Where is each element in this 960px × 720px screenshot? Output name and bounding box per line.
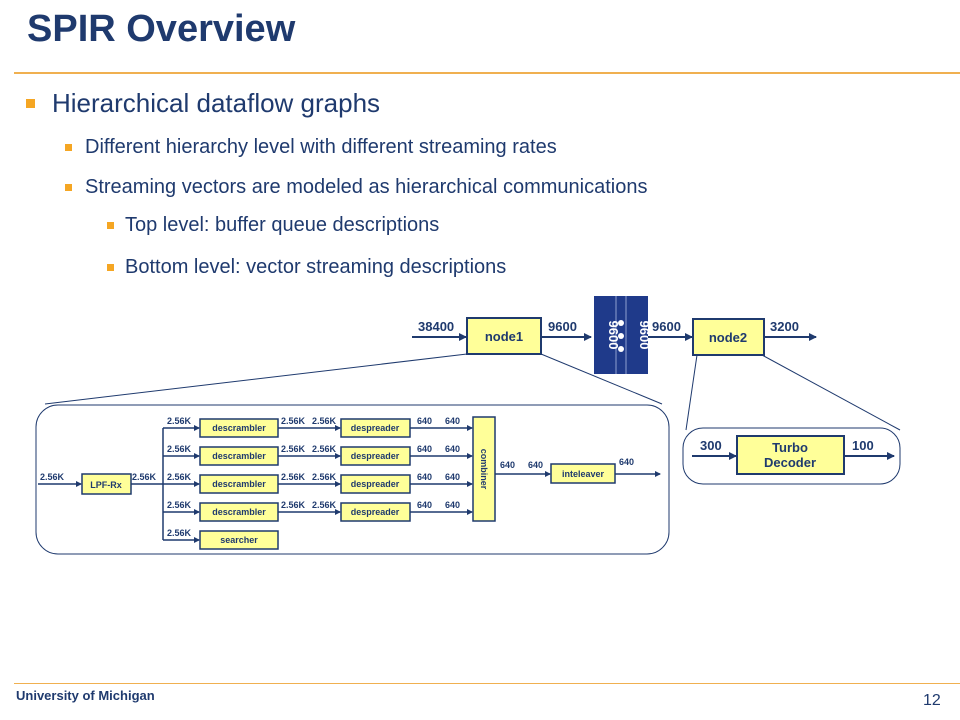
- rate-label: 2.56K: [132, 472, 157, 482]
- node2-label: node2: [709, 330, 747, 345]
- bullet-level3: Bottom level: vector streaming descripti…: [107, 256, 506, 279]
- bullet-square-icon: [65, 144, 72, 151]
- bullet-text: Top level: buffer queue descriptions: [125, 214, 440, 236]
- bullet-square-icon: [65, 184, 72, 191]
- rate-label: 38400: [418, 319, 454, 334]
- turbo-decoder-subgraph: 300 Turbo Decoder 100: [682, 427, 901, 485]
- top-level-graph: 38400 node1 9600 9600 9600 9600 node2 32…: [412, 296, 817, 374]
- rate-label: 640: [500, 460, 515, 470]
- node1-label: node1: [485, 329, 523, 344]
- descrambler-label: descrambler: [212, 479, 266, 489]
- despreader-label: despreader: [351, 479, 400, 489]
- rate-label: 3200: [770, 319, 799, 334]
- bullet-level3: Top level: buffer queue descriptions: [107, 214, 439, 237]
- turbo-label: Turbo: [772, 440, 808, 455]
- buffer-queue: 9600 9600: [594, 296, 652, 374]
- rate-label: 100: [852, 438, 874, 453]
- bullet-text: Streaming vectors are modeled as hierarc…: [85, 176, 648, 198]
- combiner-box: [472, 416, 496, 522]
- rate-label: 640: [417, 416, 432, 426]
- rate-label: 640: [445, 416, 460, 426]
- zoom-line: [540, 353, 663, 405]
- turbo-decoder-box: [736, 435, 845, 475]
- rate-label: 2.56K: [281, 444, 306, 454]
- rate-label: 2.56K: [312, 500, 337, 510]
- rate-label: 2.56K: [281, 416, 306, 426]
- rate-label: 300: [700, 438, 722, 453]
- rate-label: 640: [528, 460, 543, 470]
- node2-box: [692, 318, 765, 356]
- turbo-label: Decoder: [764, 455, 816, 470]
- footer-organization: University of Michigan: [16, 688, 155, 703]
- despreader-label: despreader: [351, 507, 400, 517]
- despreader-label: despreader: [351, 423, 400, 433]
- descrambler-label: descrambler: [212, 451, 266, 461]
- bullet-square-icon: [107, 264, 114, 271]
- ellipsis-dot: [618, 346, 624, 352]
- rate-label: 9600: [548, 319, 577, 334]
- rate-label: 2.56K: [312, 416, 337, 426]
- despreader-label: despreader: [351, 451, 400, 461]
- rate-label: 2.56K: [167, 416, 192, 426]
- rate-label: 2.56K: [281, 472, 306, 482]
- rate-label: 640: [619, 457, 634, 467]
- descrambler-label: descrambler: [212, 423, 266, 433]
- bullet-level1: Hierarchical dataflow graphs: [26, 88, 380, 119]
- ellipsis-dot: [618, 333, 624, 339]
- rate-label: 2.56K: [281, 500, 306, 510]
- buffer-rate-label: 9600: [606, 321, 621, 350]
- rate-label: 2.56K: [312, 472, 337, 482]
- searcher-box: [199, 530, 279, 550]
- rate-label: 2.56K: [167, 500, 192, 510]
- bullet-level2: Different hierarchy level with different…: [65, 136, 557, 159]
- rate-label: 2.56K: [312, 444, 337, 454]
- bullet-square-icon: [107, 222, 114, 229]
- searcher-label: searcher: [220, 535, 258, 545]
- bullet-text: Different hierarchy level with different…: [85, 136, 557, 158]
- lpf-rx-label: LPF-Rx: [90, 480, 122, 490]
- bullet-square-icon: [26, 99, 35, 108]
- rate-label: 640: [445, 500, 460, 510]
- rate-label: 640: [445, 472, 460, 482]
- zoom-line: [44, 353, 468, 405]
- page-number: 12: [923, 692, 941, 709]
- rate-label: 2.56K: [167, 444, 192, 454]
- rate-label: 2.56K: [167, 528, 192, 538]
- bullet-text: Bottom level: vector streaming descripti…: [125, 256, 507, 278]
- zoom-line: [685, 354, 698, 431]
- slide-title: SPIR Overview: [27, 8, 296, 50]
- rate-label: 640: [417, 500, 432, 510]
- rate-label: 640: [417, 444, 432, 454]
- rate-label: 9600: [652, 319, 681, 334]
- footer-divider: [14, 683, 960, 684]
- zoom-line: [761, 354, 901, 431]
- descrambler-label: descrambler: [212, 507, 266, 517]
- title-divider: [14, 72, 960, 74]
- interleaver-label: inteleaver: [562, 469, 605, 479]
- buffer-rate-label: 9600: [637, 321, 652, 350]
- node1-subgraph: 2.56K LPF-Rx 2.56K 2.56K 2.56K 2.56K 2.5…: [35, 404, 670, 555]
- combiner-label: combiner: [479, 449, 489, 490]
- bullet-text: Hierarchical dataflow graphs: [52, 88, 381, 118]
- bullet-level2: Streaming vectors are modeled as hierarc…: [65, 176, 647, 199]
- rate-label: 640: [445, 444, 460, 454]
- rate-label: 2.56K: [40, 472, 65, 482]
- rate-label: 640: [417, 472, 432, 482]
- rate-label: 2.56K: [167, 472, 192, 482]
- ellipsis-dot: [618, 320, 624, 326]
- node1-box: [466, 317, 542, 355]
